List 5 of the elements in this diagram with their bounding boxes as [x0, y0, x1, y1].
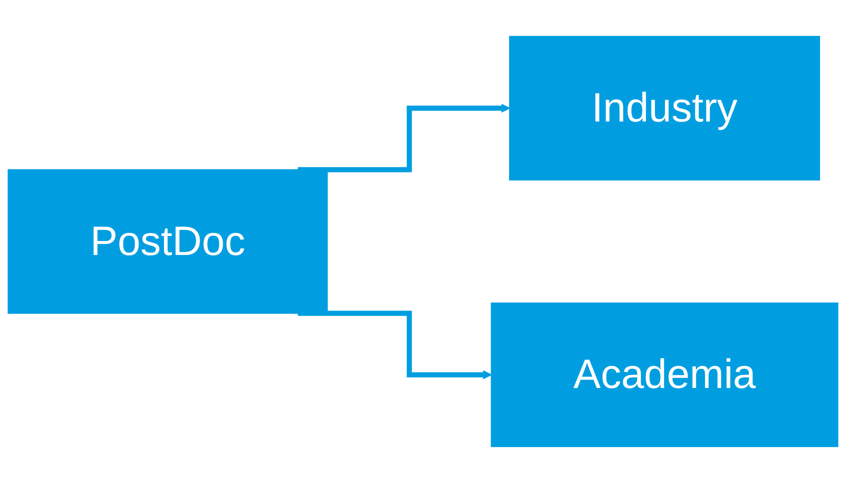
arrow — [298, 310, 492, 380]
node-box: Industry — [509, 36, 820, 180]
node-box: Academia — [490, 302, 838, 448]
node-box: PostDoc — [8, 169, 328, 314]
arrow — [298, 104, 510, 172]
